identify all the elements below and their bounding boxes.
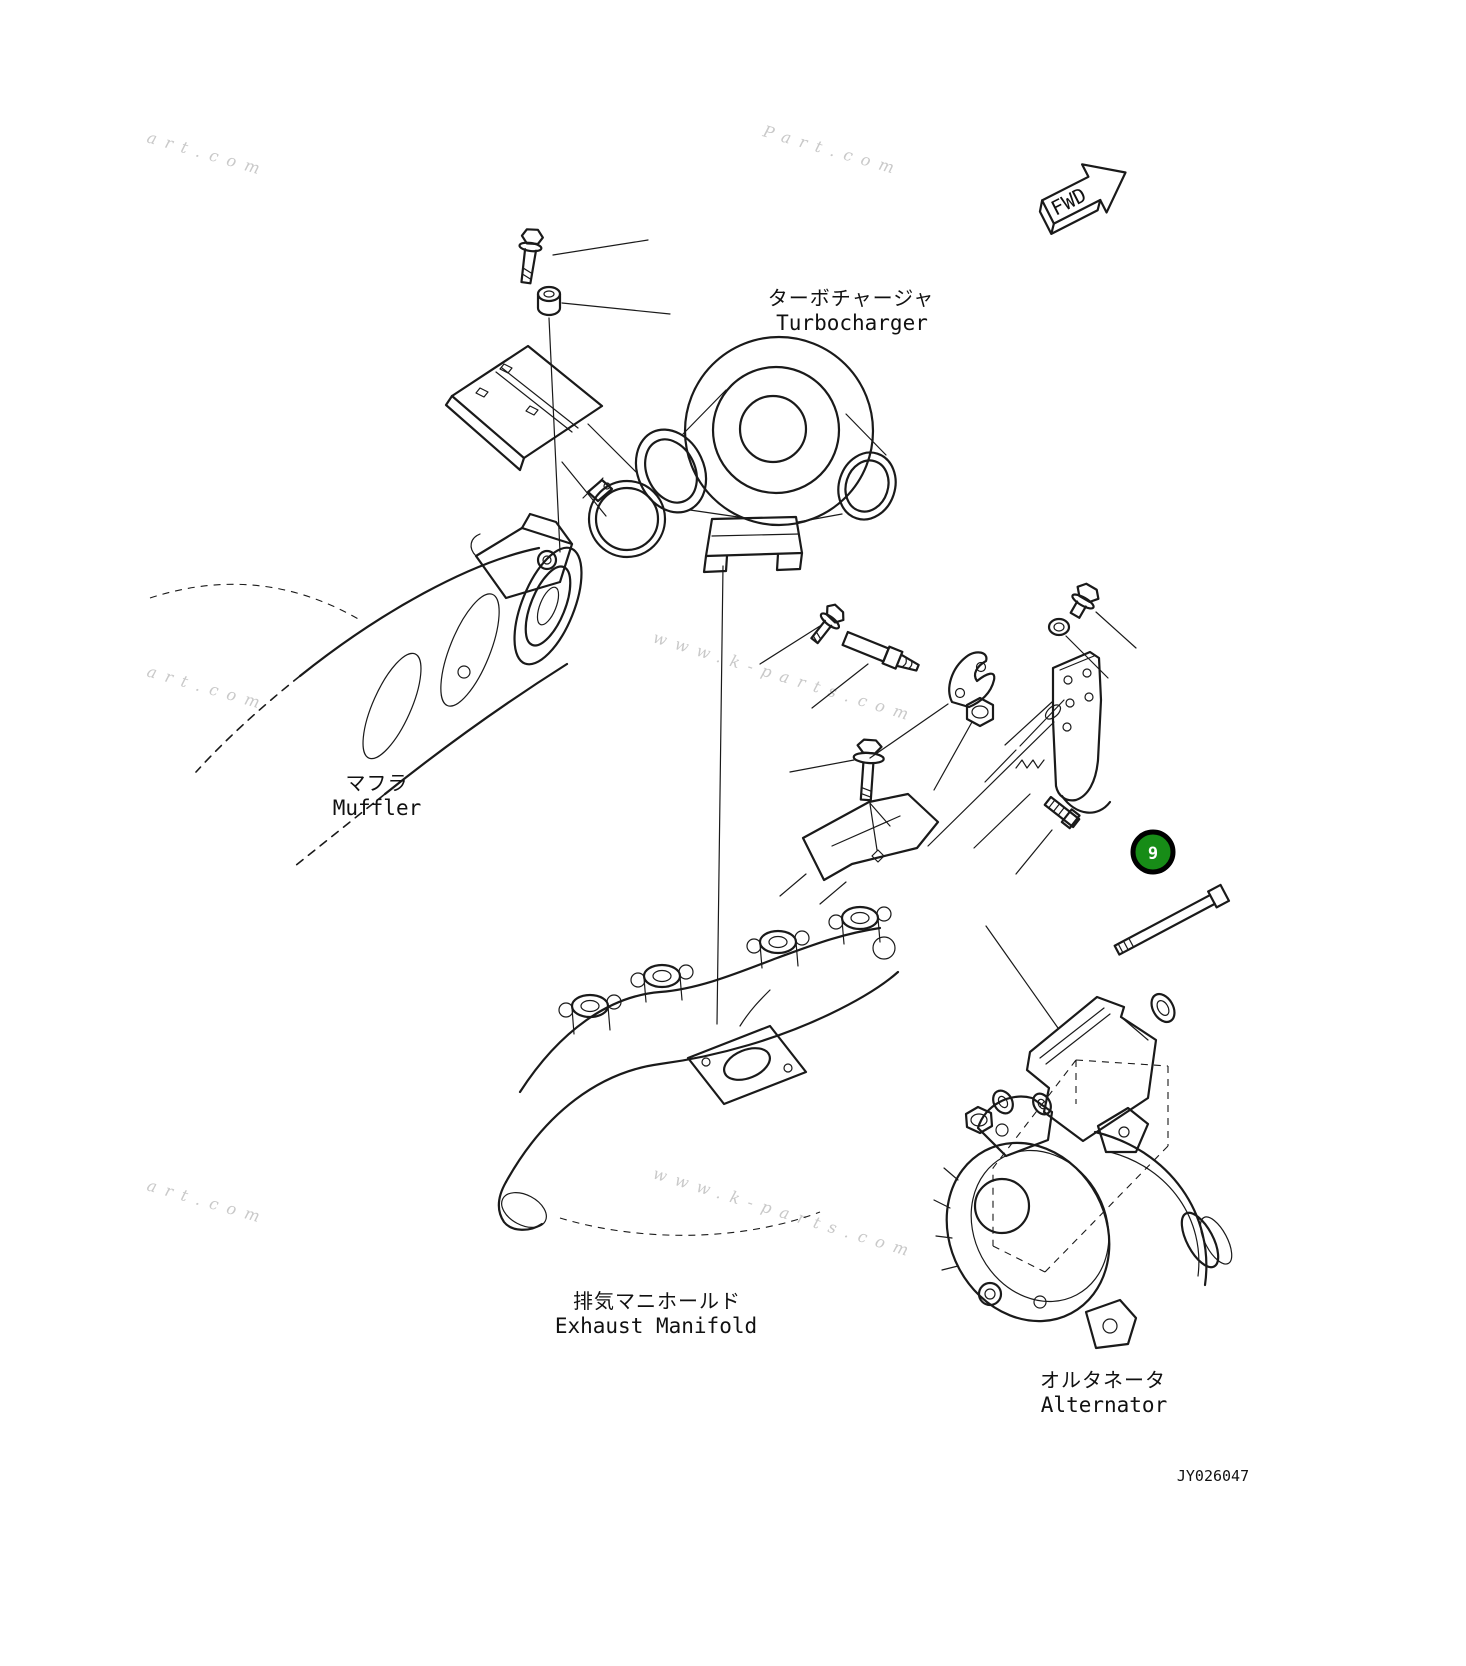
watermark-site: www.k-parts.com xyxy=(651,1164,920,1263)
drawing-number: JY026047 xyxy=(1177,1467,1249,1485)
part-callout-9[interactable]: 9 xyxy=(1130,829,1176,875)
callout-circle[interactable] xyxy=(1130,829,1176,875)
manifold-bracket-and-bolt xyxy=(779,738,940,905)
callout-number: 9 xyxy=(1148,844,1158,864)
watermark-fragment: Part.com xyxy=(760,121,905,179)
muffler-label-en: Muffler xyxy=(333,796,422,820)
watermark-fragment: art.com xyxy=(145,662,271,715)
manifold-port xyxy=(828,905,892,945)
watermark-fragment: art.com xyxy=(145,128,271,181)
alternator-label-jp: オルタネータ xyxy=(1040,1368,1166,1392)
turbocharger-drawing xyxy=(634,335,897,1025)
fwd-direction-arrow: FWD xyxy=(1038,163,1127,235)
muffler-label-jp: マフラ xyxy=(346,771,409,795)
turbocharger-label-jp: ターボチャージャ xyxy=(768,286,934,310)
fwd-arrow-label: FWD xyxy=(1047,183,1090,221)
alternator-label-en: Alternator xyxy=(1041,1393,1167,1417)
manifold-port xyxy=(558,993,622,1035)
part-labels: ターボチャージャ Turbocharger マフラ Muffler 排気マニホー… xyxy=(333,286,1249,1485)
watermark-fragment: art.com xyxy=(145,1176,271,1229)
alternator-drawing xyxy=(933,883,1233,1350)
muffler-drawing xyxy=(149,512,583,867)
manifold-port xyxy=(746,929,810,969)
manifold-port xyxy=(630,963,694,1003)
sensor-and-bracket-parts xyxy=(759,582,1137,875)
watermark-site: www.k-parts.com xyxy=(651,628,920,727)
exhaust-manifold-drawing xyxy=(497,905,900,1236)
turbo-heat-shield-bracket xyxy=(444,344,637,517)
turbo-bracket-bolt-and-spacer xyxy=(518,228,671,553)
v-band-clamp xyxy=(582,477,667,559)
turbocharger-label-en: Turbocharger xyxy=(776,311,928,335)
exhaust-manifold-label-jp: 排気マニホールド xyxy=(573,1289,741,1313)
exhaust-manifold-label-en: Exhaust Manifold xyxy=(555,1314,757,1338)
